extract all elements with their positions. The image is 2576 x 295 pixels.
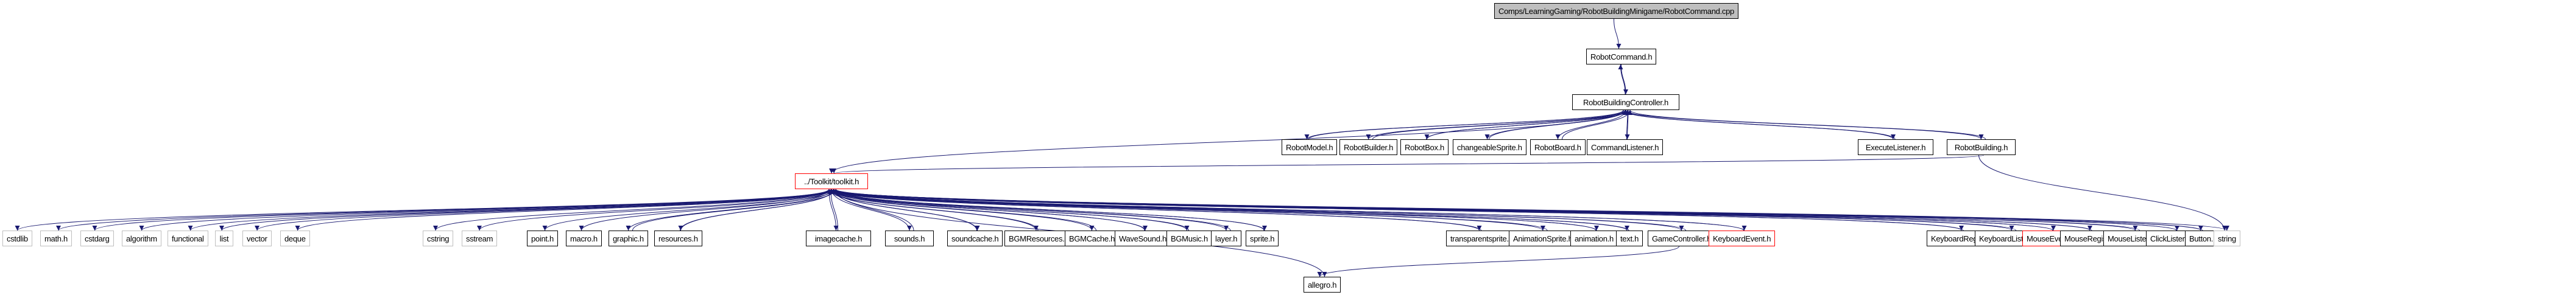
graph-node-macro[interactable]: macro.h	[566, 231, 602, 246]
edge-resources-to-toolkit	[680, 189, 836, 231]
edge-toolkit-to-point	[542, 189, 835, 231]
edge-toolkit-to-imagecache	[828, 189, 839, 231]
graph-node-point[interactable]: point.h	[527, 231, 558, 246]
graph-node-cstring: cstring	[423, 231, 454, 246]
graph-node-animationsprite[interactable]: AnimationSprite.h	[1509, 231, 1577, 246]
edge-rbc-to-robotcommand	[1618, 64, 1626, 95]
edge-text-to-toolkit	[828, 189, 1629, 231]
edge-toolkit-to-macro	[579, 189, 830, 231]
graph-node-animation[interactable]: animation.h	[1570, 231, 1618, 246]
graph-node-bgmcache[interactable]: BGMCache.h	[1065, 231, 1120, 246]
graph-node-robotcommand[interactable]: RobotCommand.h	[1586, 49, 1657, 64]
edge-toolkit-to-list	[219, 189, 830, 231]
graph-node-commandlistener[interactable]: CommandListener.h	[1587, 139, 1664, 155]
graph-node-soundcache[interactable]: soundcache.h	[947, 231, 1003, 246]
edge-toolkit-to-deque	[295, 189, 835, 231]
graph-node-string: string	[2214, 231, 2240, 246]
edge-imagecache-to-toolkit	[828, 189, 838, 231]
edge-bgmresources-to-toolkit	[828, 189, 1039, 231]
graph-node-functional: functional	[168, 231, 208, 246]
graph-node-algorithm: algorithm	[122, 231, 161, 246]
graph-node-gamecontroller[interactable]: GameController.h	[1648, 231, 1716, 246]
edge-robotbuilding-to-string	[1978, 154, 2227, 231]
graph-node-list: list	[215, 231, 233, 246]
graph-node-executelistener[interactable]: ExecuteListener.h	[1858, 139, 1933, 155]
graph-node-graphic[interactable]: graphic.h	[609, 231, 648, 246]
edge-toolkit-to-sounds	[831, 189, 912, 231]
graph-node-changeablesprite[interactable]: changeableSprite.h	[1453, 139, 1526, 155]
graph-node-vector: vector	[242, 231, 272, 246]
edge-robotbuilding-to-rbc	[1628, 109, 1986, 140]
edge-toolkit-to-math	[56, 189, 835, 231]
graph-node-root[interactable]: Comps/LearningGaming/RobotBuildingMiniga…	[1494, 3, 1738, 19]
edge-transparentsprite-to-toolkit	[828, 189, 1481, 231]
edge-toolkit-to-vector	[255, 189, 832, 231]
graph-node-robotboard[interactable]: RobotBoard.h	[1530, 139, 1586, 155]
graph-node-rbc[interactable]: RobotBuildingController.h	[1572, 94, 1679, 110]
edge-toolkit-to-cstdlib	[15, 189, 832, 231]
graph-node-wavesound[interactable]: WaveSound.h	[1115, 231, 1171, 246]
edge-keyboardevent-to-toolkit	[831, 189, 1744, 231]
graph-node-bgmresources[interactable]: BGMResources.h	[1004, 231, 1073, 246]
graph-node-deque: deque	[280, 231, 310, 246]
edge-robotbuilding-to-toolkit	[832, 154, 1984, 174]
graph-node-sstream: sstream	[462, 231, 498, 246]
edge-button-to-toolkit	[828, 189, 2203, 231]
edge-keyboardregistry-to-toolkit	[828, 189, 1964, 231]
graph-node-allegro[interactable]: allegro.h	[1304, 277, 1341, 293]
graph-node-robotmodel[interactable]: RobotModel.h	[1282, 139, 1338, 155]
graph-node-sounds[interactable]: sounds.h	[885, 231, 934, 246]
graph-node-bgmusic[interactable]: BGMusic.h	[1166, 231, 1212, 246]
edge-toolkit-to-bgmcache	[831, 189, 1095, 231]
edge-robotmodel-to-rbc	[1308, 109, 1628, 140]
edge-sprite-to-toolkit	[831, 189, 1265, 231]
graph-node-robotbox[interactable]: RobotBox.h	[1400, 139, 1449, 155]
edge-mouseregistry-to-toolkit	[828, 189, 2092, 231]
graph-node-toolkit[interactable]: ../Toolkit/toolkit.h	[795, 173, 868, 189]
edge-toolkit-to-cstdarg	[92, 189, 830, 231]
graph-node-resources[interactable]: resources.h	[654, 231, 702, 246]
edge-toolkit-to-cstring	[433, 189, 830, 231]
graph-node-cstdarg: cstdarg	[80, 231, 114, 246]
edge-rbc-to-toolkit	[829, 109, 1626, 174]
graph-node-robotbuilder[interactable]: RobotBuilder.h	[1339, 139, 1398, 155]
graph-node-robotbuilding[interactable]: RobotBuilding.h	[1947, 139, 2016, 155]
graph-node-keyboardevent[interactable]: KeyboardEvent.h	[1709, 231, 1776, 246]
graph-node-imagecache[interactable]: imagecache.h	[806, 231, 871, 246]
graph-node-text[interactable]: text.h	[1616, 231, 1643, 246]
edge-gamecontroller-to-allegro	[1317, 246, 1679, 277]
edge-bgmusic-to-toolkit	[828, 189, 1189, 231]
graph-node-transparentsprite[interactable]: transparentsprite.h	[1446, 231, 1517, 246]
graph-node-cstdlib: cstdlib	[2, 231, 32, 246]
edge-toolkit-to-sstream	[477, 189, 832, 231]
edge-layer-to-toolkit	[833, 189, 1231, 231]
graph-node-sprite[interactable]: sprite.h	[1246, 231, 1279, 246]
graph-node-layer[interactable]: layer.h	[1211, 231, 1242, 246]
edge-root-to-robotcommand	[1614, 18, 1621, 49]
edge-toolkit-to-functional	[188, 189, 835, 231]
graph-node-math: math.h	[40, 231, 72, 246]
edge-executelistener-to-rbc	[1623, 109, 1896, 140]
edge-toolkit-to-graphic	[626, 189, 832, 231]
